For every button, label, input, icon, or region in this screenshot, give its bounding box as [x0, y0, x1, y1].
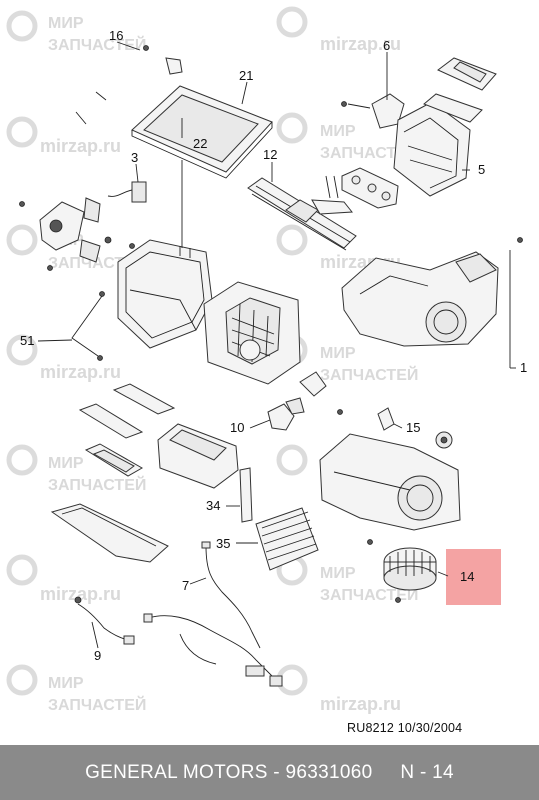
part-7-wiring-harness[interactable] — [143, 541, 283, 687]
callout-21: 21 — [239, 68, 253, 83]
footer-gap — [372, 762, 400, 784]
callout-35: 35 — [216, 536, 230, 551]
stamp-code: RU8212 — [347, 721, 395, 735]
part-duct-box[interactable] — [157, 423, 239, 489]
part-9-sensor-wire[interactable] — [74, 596, 135, 645]
footer-brand: GENERAL MOTORS — [85, 761, 268, 783]
footer-bar: GENERAL MOTORS - 96331060 N - 14 — [0, 745, 539, 800]
watermark-line2: ЗАПЧАСТЕЙ — [48, 35, 146, 54]
watermark-logo-9: МИР ЗАПЧАСТЕЙ — [6, 444, 146, 494]
watermark-line1: МИР — [320, 565, 356, 582]
exploded-parts-diagram: МИР ЗАПЧАСТЕЙ mirzap.ru mirzap.ru МИР ЗА… — [6, 6, 527, 714]
callout-22: 22 — [193, 136, 207, 151]
callout-7: 7 — [182, 578, 189, 593]
callout-labels: 16 21 22 3 6 5 12 1 51 10 15 14 34 35 7 … — [20, 28, 527, 663]
watermark-site: mirzap.ru — [40, 584, 121, 604]
part-gasket[interactable] — [341, 167, 399, 209]
part-14-blower-motor[interactable] — [367, 539, 437, 603]
part-doors[interactable] — [78, 383, 176, 477]
part-10-bracket[interactable] — [267, 371, 343, 431]
part-16-hose[interactable] — [75, 45, 183, 125]
part-blower-housing[interactable] — [319, 433, 461, 531]
part-heater-housing[interactable] — [117, 239, 213, 349]
watermark-line2: ЗАПЧАСТЕЙ — [320, 143, 418, 162]
callout-14: 14 — [460, 569, 474, 584]
part-filter-top[interactable] — [423, 57, 497, 123]
callout-9: 9 — [94, 648, 101, 663]
watermark-line2: ЗАПЧАСТЕЙ — [320, 365, 418, 384]
watermark-line2: ЗАПЧАСТЕЙ — [320, 585, 418, 604]
part-21-frame[interactable] — [131, 85, 273, 179]
callout-3: 3 — [131, 150, 138, 165]
watermark-logo-4: МИР ЗАПЧАСТЕЙ — [276, 112, 418, 162]
part-6-actuator[interactable] — [341, 93, 405, 129]
document-stamp: RU8212 10/30/2004 — [347, 721, 462, 735]
part-gear[interactable] — [435, 431, 453, 449]
watermark-line1: МИР — [48, 15, 84, 32]
watermark-line1: МИР — [320, 345, 356, 362]
callout-16: 16 — [109, 28, 123, 43]
part-35-filter[interactable] — [255, 507, 319, 571]
footer-ref: N - 14 — [400, 761, 454, 783]
part-34-seal[interactable] — [239, 467, 253, 523]
watermark-line1: МИР — [48, 675, 84, 692]
part-3-sensor[interactable] — [107, 181, 147, 203]
watermark-logo-3: mirzap.ru — [6, 116, 121, 156]
watermark-site: mirzap.ru — [320, 694, 401, 714]
part-51-cable[interactable] — [71, 291, 105, 361]
footer-part-number: 96331060 — [285, 761, 373, 783]
watermark-logo-11: mirzap.ru — [6, 554, 121, 604]
stamp-date: 10/30/2004 — [397, 721, 463, 735]
callout-1: 1 — [520, 360, 527, 375]
watermark-site: mirzap.ru — [40, 362, 121, 382]
watermark-site: mirzap.ru — [40, 136, 121, 156]
part-12-heater-core[interactable] — [247, 175, 357, 251]
part-lower-tray[interactable] — [50, 503, 169, 563]
part-center-housing[interactable] — [203, 281, 301, 385]
callout-10: 10 — [230, 420, 244, 435]
part-actuator-assembly[interactable] — [19, 197, 135, 271]
highlight-box-part-14 — [446, 549, 501, 605]
watermark-logo-12: МИР ЗАПЧАСТЕЙ — [276, 554, 418, 604]
footer-separator: - — [267, 761, 286, 783]
callout-12: 12 — [263, 147, 277, 162]
watermark-line1: МИР — [48, 455, 84, 472]
watermark-line2: ЗАПЧАСТЕЙ — [48, 475, 146, 494]
callout-51: 51 — [20, 333, 34, 348]
watermark-site: mirzap.ru — [320, 34, 401, 54]
part-1-housing-assembly[interactable] — [341, 237, 523, 347]
watermark-logo-14: mirzap.ru — [276, 664, 401, 714]
watermark-line2: ЗАПЧАСТЕЙ — [48, 695, 146, 714]
callout-34: 34 — [206, 498, 220, 513]
watermark-line1: МИР — [320, 123, 356, 140]
watermark-logo-7: mirzap.ru — [6, 334, 121, 382]
watermark-logo-13: МИР ЗАПЧАСТЕЙ — [6, 664, 146, 714]
watermark-logo-1: МИР ЗАПЧАСТЕЙ — [6, 10, 146, 54]
part-15-clip[interactable] — [377, 407, 395, 431]
callout-15: 15 — [406, 420, 420, 435]
watermark-logo-2: mirzap.ru — [276, 6, 401, 54]
callout-5: 5 — [478, 162, 485, 177]
leader-lines — [37, 41, 516, 649]
callout-6: 6 — [383, 38, 390, 53]
